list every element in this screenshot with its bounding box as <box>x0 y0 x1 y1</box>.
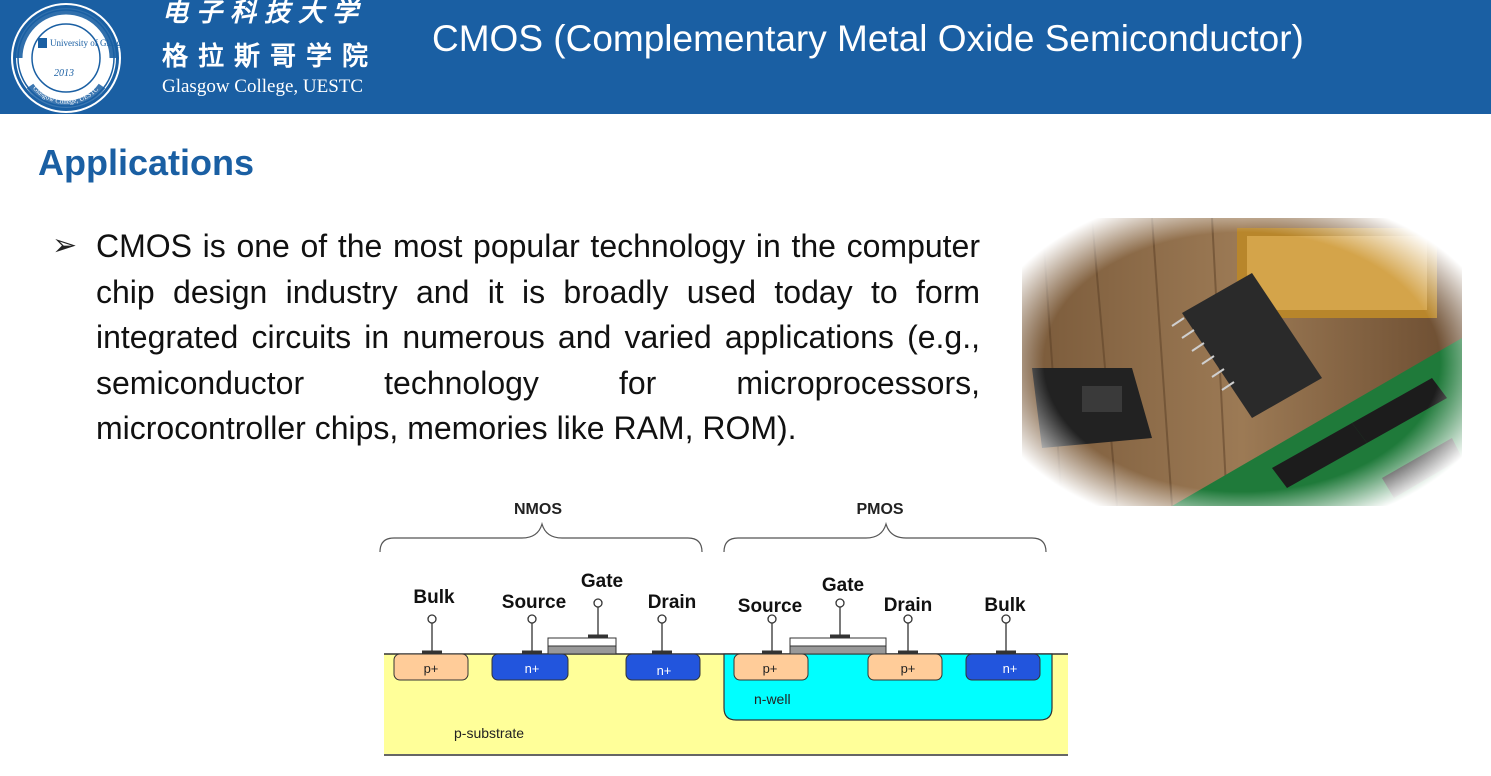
pmos-gate-oxide <box>789 645 887 655</box>
seal-year-text: 2013 <box>54 68 74 79</box>
n-plus-region-2 <box>625 653 701 681</box>
college-english-name: Glasgow College, UESTC <box>162 76 364 97</box>
seal-university-text: University of Glasgow <box>50 38 122 48</box>
nmos-gate-oxide <box>547 645 617 655</box>
source-label-right: Source <box>738 596 802 617</box>
nmos-gate-poly <box>547 637 617 647</box>
college-chinese-name: 格拉斯哥学院 <box>162 42 379 72</box>
nmos-brace <box>379 521 703 553</box>
header-banner: University of Glasgow 2013 Glasgow Colle… <box>0 0 1491 114</box>
gate-label-right: Gate <box>822 575 864 596</box>
p-plus-region-left <box>393 653 469 681</box>
drain-label-left: Drain <box>648 592 697 613</box>
p-substrate-label: p-substrate <box>454 725 524 741</box>
slide-title: CMOS (Complementary Metal Oxide Semicond… <box>432 18 1304 59</box>
college-seal-icon: University of Glasgow 2013 Glasgow Colle… <box>11 3 122 113</box>
cmos-cross-section-diagram: NMOS PMOS p+ n+ n+ p+ p+ n+ n-well p-sub… <box>379 501 1068 756</box>
source-label-left: Source <box>502 592 566 613</box>
university-chinese-name: 电子科技大学 <box>162 0 367 28</box>
n-plus-label-1: n+ <box>525 661 540 676</box>
p-plus-label-1: p+ <box>763 661 778 676</box>
n-plus-label-2: n+ <box>657 663 672 678</box>
drain-label-right: Drain <box>884 595 933 616</box>
bullet-arrow-icon: ➢ <box>52 228 78 263</box>
pmos-brace <box>723 521 1047 553</box>
chips-photo <box>1022 218 1462 506</box>
bullet-text: CMOS is one of the most popular technolo… <box>96 228 980 446</box>
p-plus-region-2 <box>867 653 943 681</box>
bulk-label-right: Bulk <box>984 595 1026 616</box>
nmos-label: NMOS <box>514 501 562 518</box>
n-plus-region-1 <box>491 653 569 681</box>
p-plus-label-left: p+ <box>424 661 439 676</box>
pmos-gate-poly <box>789 637 887 647</box>
p-plus-region-1 <box>733 653 809 681</box>
n-plus-region-right <box>965 653 1041 681</box>
pmos-label: PMOS <box>856 501 903 518</box>
n-well-label: n-well <box>754 691 791 707</box>
gate-label-left: Gate <box>581 571 623 592</box>
section-heading: Applications <box>38 142 255 183</box>
p-plus-label-2: p+ <box>901 661 916 676</box>
bulk-label-left: Bulk <box>413 587 455 608</box>
n-plus-label-right: n+ <box>1003 661 1018 676</box>
